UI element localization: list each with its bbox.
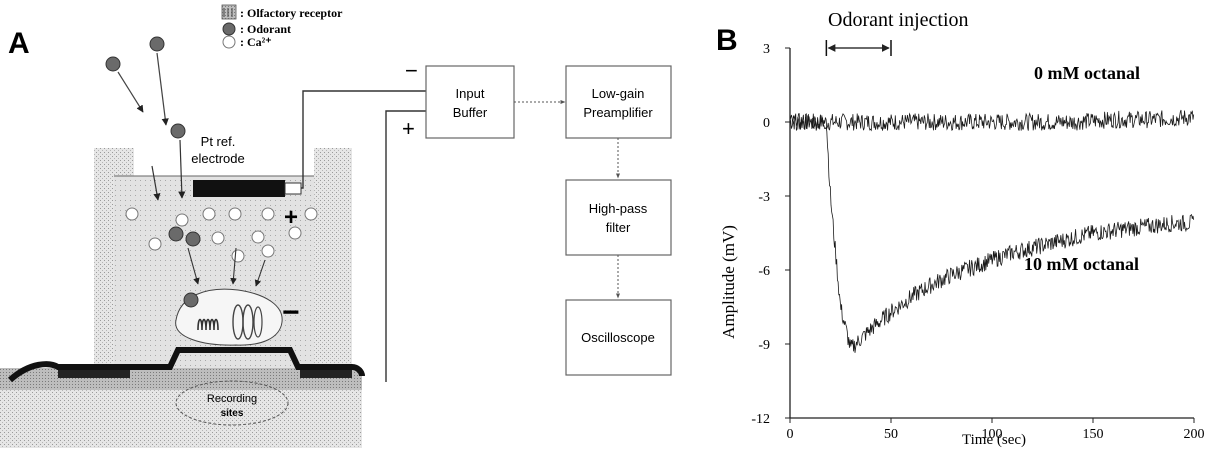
receptor-legend-icon xyxy=(221,4,237,20)
high-pass-filter-block xyxy=(565,179,672,256)
y-axis: 3 0 -3 -6 -9 -12 xyxy=(751,42,791,427)
x-tick-label: 100 xyxy=(982,427,1003,442)
preamplifier-block xyxy=(565,65,672,139)
input-buffer-block xyxy=(425,65,515,139)
ca-ion xyxy=(202,207,216,221)
input-buffer-label-1: Input xyxy=(456,86,485,101)
ca-ion xyxy=(288,226,302,240)
ca-ion xyxy=(231,249,245,263)
legend-ca-label: : Ca²⁺ xyxy=(240,35,272,49)
injection-bracket xyxy=(825,40,892,56)
pt-reference-electrode: Pt ref. electrode xyxy=(191,90,426,197)
ca-ion xyxy=(148,237,162,251)
ca-ion xyxy=(261,207,275,221)
series-line-0mM xyxy=(789,109,1195,132)
x-axis-title: Time (sec) xyxy=(962,432,1026,448)
wiring: − + xyxy=(385,58,426,382)
injection-label: Odorant injection xyxy=(828,9,969,31)
minus-sign: − xyxy=(405,58,418,83)
ca-ion xyxy=(125,207,139,221)
ca-ion xyxy=(261,244,275,258)
well-ions: + − xyxy=(125,139,318,329)
odorant-molecule xyxy=(168,226,184,242)
electrode-label-2: electrode xyxy=(191,151,244,166)
oscilloscope-label: Oscilloscope xyxy=(581,330,655,345)
odorant-molecule xyxy=(183,292,199,308)
odorant-molecule xyxy=(149,36,165,52)
ca-legend-icon xyxy=(222,35,236,49)
x-tick-label: 150 xyxy=(1083,427,1104,442)
y-tick-label: -3 xyxy=(758,190,770,205)
y-tick-label: -6 xyxy=(758,264,770,279)
sensor-substrate: Recording sites xyxy=(0,347,365,448)
legend-receptor-label: : Olfactory receptor xyxy=(240,6,343,20)
panel-a: A : Olfactory receptor : Odorant : Ca²⁺ xyxy=(0,4,672,448)
y-tick-label: 0 xyxy=(763,116,770,131)
odorant-molecule xyxy=(170,123,186,139)
oscilloscope-block xyxy=(565,299,672,376)
ca-ion xyxy=(228,207,242,221)
well-plus-sign: + xyxy=(284,204,298,231)
floating-odorants xyxy=(105,36,186,164)
ca-ion xyxy=(304,207,318,221)
y-axis-title: Amplitude (mV) xyxy=(719,225,738,339)
legend-odorant-label: : Odorant xyxy=(240,22,291,36)
olfactory-cell xyxy=(175,288,283,346)
preamp-label-2: Preamplifier xyxy=(583,105,653,120)
y-tick-label: -9 xyxy=(758,338,770,353)
recording-label-1: Recording xyxy=(207,393,257,405)
panel-b: B Amplitude (mV) Time (sec) 30-3-6-9-12 … xyxy=(716,9,1205,448)
input-buffer-label-2: Buffer xyxy=(453,105,488,120)
x-tick-label: 200 xyxy=(1184,427,1205,442)
filter-label-2: filter xyxy=(606,220,631,235)
odorant-molecule xyxy=(185,231,201,247)
filter-label-1: High-pass xyxy=(589,201,648,216)
plus-sign: + xyxy=(402,116,415,141)
series-line-10mM xyxy=(789,113,1195,353)
odorant-molecule xyxy=(105,56,121,72)
recording-label-2: sites xyxy=(221,408,244,419)
electrode-label-1: Pt ref. xyxy=(201,134,236,149)
legend: : Olfactory receptor : Odorant : Ca²⁺ xyxy=(221,4,343,49)
signal-chain: Input Buffer Low-gain Preamplifier High-… xyxy=(425,65,672,376)
ion-channel-icon xyxy=(232,304,263,340)
injection-annotation: Odorant injection xyxy=(825,9,969,56)
ca-ion xyxy=(175,213,189,227)
series-label-0mM: 0 mM octanal xyxy=(1034,63,1140,83)
well-minus-sign: − xyxy=(282,296,300,329)
recording-sites-marker xyxy=(175,380,289,426)
series-label-10mM: 10 mM octanal xyxy=(1024,254,1139,274)
panel-a-label: A xyxy=(8,27,30,60)
ca-ion xyxy=(251,230,265,244)
x-tick-label: 0 xyxy=(787,427,794,442)
odorant-legend-icon xyxy=(222,22,236,36)
y-tick-label: 3 xyxy=(763,42,770,57)
series xyxy=(789,109,1195,353)
chamber xyxy=(94,148,352,398)
panel-b-label: B xyxy=(716,24,738,57)
ca-ion xyxy=(211,231,225,245)
preamp-label-1: Low-gain xyxy=(592,86,645,101)
x-tick-label: 50 xyxy=(884,427,898,442)
y-tick-label: -12 xyxy=(751,412,770,427)
olfactory-receptor-icon xyxy=(197,318,219,331)
x-axis: 0 50 100 150 200 xyxy=(787,417,1205,442)
